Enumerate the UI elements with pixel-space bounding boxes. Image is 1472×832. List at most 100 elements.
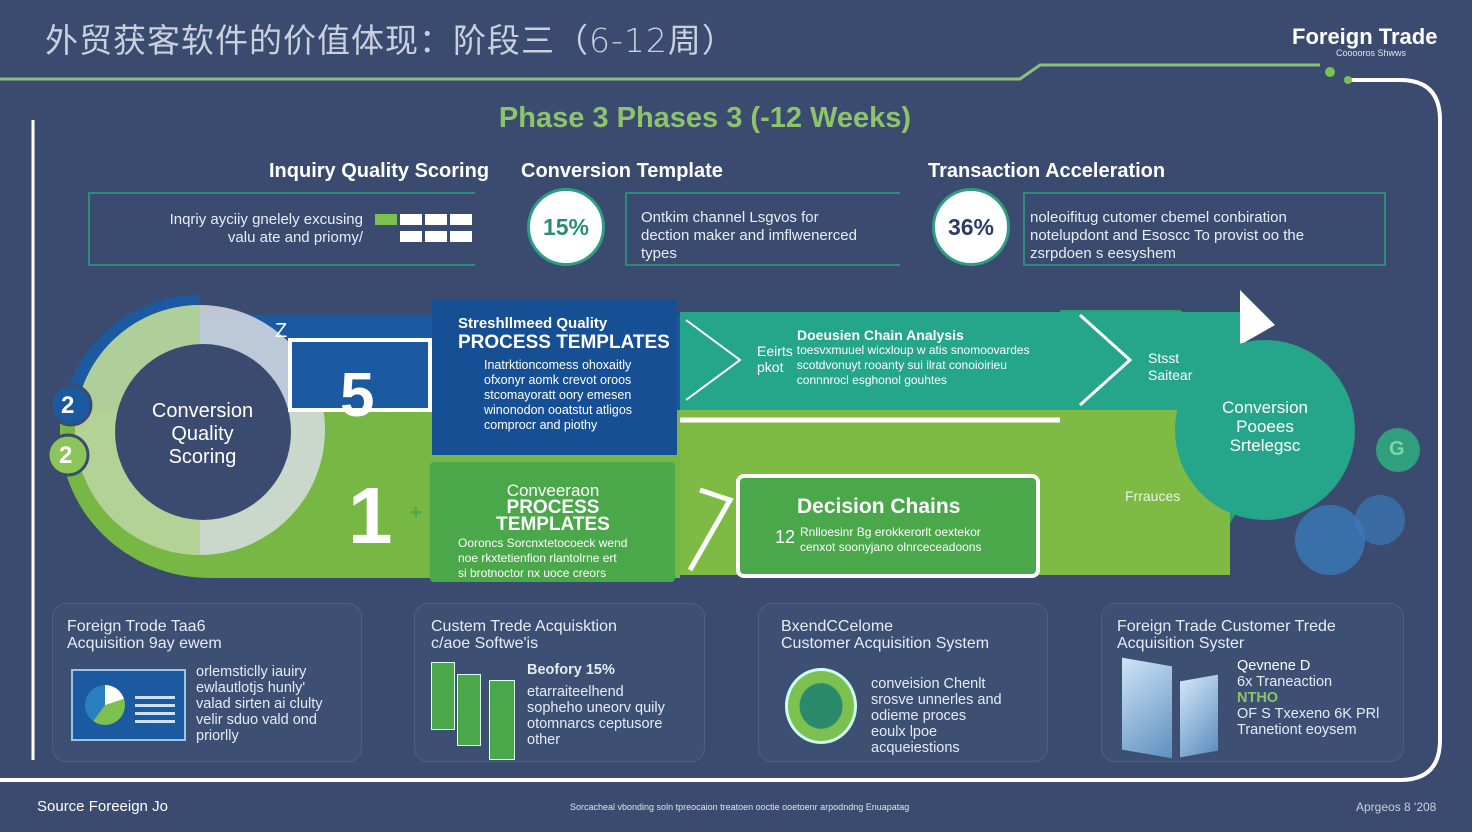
right-circle-label: Conversion Pooees Srtelegsc — [1190, 398, 1340, 455]
label-line: Pooees — [1236, 417, 1294, 436]
block-title: PROCESS TEMPLATES — [496, 497, 610, 535]
block-prefix: Eeirts — [757, 343, 793, 359]
card-line: OF S Txexeno 6K PRl — [1237, 706, 1380, 722]
center-label-line: Scoring — [168, 446, 237, 468]
logo-subtitle: Cooooros Shwws — [1336, 48, 1407, 58]
label-line: Saitear — [1148, 367, 1193, 383]
streamlined-block: Streshllmeed Quality PROCESS TEMPLATES I… — [458, 315, 670, 433]
card-line: otomnarcs ceptusore — [527, 716, 663, 732]
block-line: scotdvonuyt rooanty sui ilrat conoioirie… — [796, 358, 1007, 372]
transaction-percent: 36% — [932, 188, 1010, 266]
card-line: valad sirten ai clulty — [196, 696, 323, 712]
metric-text: valu ate and priomy/ — [227, 229, 363, 246]
label-line: Conversion — [1222, 398, 1308, 417]
metric-heading-inquiry: Inquiry Quality Scoring — [269, 160, 490, 182]
card-line: conveision Chenlt — [871, 676, 986, 692]
buildings-icon — [1122, 657, 1222, 759]
card-title: Foreign Trode Taa6 — [67, 618, 206, 635]
decision-chains-title: Decision Chains — [797, 495, 961, 518]
block-line: comprocr and piothy — [484, 418, 598, 432]
block-line: Rnlloesinr Bg erokkerorlt oextekor — [800, 525, 981, 539]
card-line: Tranetiont eoysem — [1237, 722, 1357, 738]
block-line: winonodon ooatstut atligos — [484, 403, 633, 417]
decision-chains-text: Rnlloesinr Bg erokkerorlt oextekor cenxo… — [800, 525, 981, 555]
g-badge: G — [1389, 438, 1405, 460]
block-line: stcomayoratt oory emesen — [484, 388, 632, 402]
fraauces-label: Frrauces — [1125, 488, 1181, 504]
metric-text: noleoifitug cutomer cbemel conbiration — [1030, 209, 1287, 226]
card-title: Acquisition 9ay ewem — [67, 635, 222, 652]
conversion-templates-block: Conveeraon PROCESS TEMPLATES Ooroncs Sor… — [458, 482, 648, 581]
label-line: Stsst — [1148, 350, 1180, 366]
block-title: Conveeraon — [506, 481, 600, 500]
right-circle — [1175, 340, 1355, 520]
score-bars-icon — [375, 214, 480, 242]
globe-ship-icon — [785, 668, 857, 744]
block-title: PROCESS TEMPLATES — [458, 332, 670, 353]
metric-text: dection maker and imflwenerced — [641, 227, 857, 244]
step-number-1: 1 — [348, 471, 393, 560]
block-title: Doeusien Chain Analysis — [797, 327, 964, 343]
card-line: sopheho uneorv quily — [527, 700, 665, 716]
center-label-line: Quality — [171, 423, 234, 445]
block-title: Streshllmeed Quality — [458, 315, 608, 332]
tick-label: Z — [275, 320, 288, 342]
card-highlight: NTHO — [1237, 690, 1279, 706]
block-line: connnrocl esghonol gouhtes — [796, 373, 947, 387]
metric-box-inquiry: Inqriy ayciiy gnelely excusing valu ate … — [88, 192, 475, 266]
card-line: ewlautlotjs hunly' — [196, 680, 306, 696]
teal-band — [680, 312, 1240, 410]
metric-heading-transaction: Transaction Acceleration — [928, 160, 1166, 182]
block-prefix: pkot — [757, 359, 784, 375]
center-label-line: Conversion — [151, 400, 254, 422]
block-line: ofxonyr aomk crevot oroos — [484, 373, 632, 387]
card-line: srosve unnerles and — [871, 692, 1002, 708]
card-line: odieme proces — [871, 708, 967, 724]
block-line: Ooroncs Sorcnxtetocoeck wend — [458, 536, 628, 550]
card-title: Customer Acquisition System — [781, 635, 990, 652]
plus-marker: + — [410, 502, 422, 524]
badge-top: 2 — [61, 392, 75, 419]
label-line: Srtelegsc — [1229, 436, 1301, 455]
footer-source: Source Foreeign Jo — [37, 798, 168, 815]
center-label: Conversion Quality Scoring — [130, 400, 275, 469]
card-title: BxendCCelome — [781, 618, 894, 635]
page-title: 外贸获客软件的价值体现：阶段三（6-12周） — [45, 21, 736, 60]
decision-chains-num: 12 — [775, 527, 796, 547]
metric-text: Inqriy ayciiy gnelely excusing — [169, 211, 363, 228]
step-number-5: 5 — [340, 361, 375, 430]
metric-box-transaction: noleoifitug cutomer cbemel conbiration n… — [1023, 192, 1386, 266]
metric-text: types — [641, 245, 677, 262]
metric-text: zsrpdoen s eesyshem — [1030, 245, 1176, 262]
block-line: cenxot soonyjano olnrceceadoons — [800, 540, 982, 554]
block-line: noe rkxtetienfion rlantolrne ert — [458, 551, 617, 565]
metric-text: Ontkim channel Lsgvos for — [641, 209, 819, 226]
card-line: other — [527, 732, 561, 748]
first-career-label: Stsst Saitear — [1148, 350, 1192, 384]
phase-heading: Phase 3 Phases 3 (-12 Weeks) — [498, 102, 912, 134]
dashboard-chart-icon — [71, 669, 186, 741]
footer-center: Sorcacheal vbonding soln tpreocaion trea… — [570, 802, 910, 812]
block-line: Inatrktioncomess ohoxaitly — [484, 358, 632, 372]
footer-right: Aprgeos 8 '208 — [1356, 800, 1437, 814]
card-highlight: Beofory 15% — [527, 662, 615, 678]
card-title: Custem Trede Acquisktion — [431, 618, 617, 635]
metric-box-conversion: Ontkim channel Lsgvos for dection maker … — [625, 192, 900, 266]
center-circle — [115, 344, 291, 520]
conversion-percent: 15% — [527, 188, 605, 266]
logo-title: Foreign Trade — [1292, 24, 1438, 49]
card-line: velir sduo vald ond — [196, 712, 317, 728]
card-line: orlemsticlly iauiry — [196, 664, 307, 680]
metric-heading-conversion: Conversion Template — [521, 160, 723, 182]
card-highlight: 6x Traneaction — [1237, 674, 1333, 690]
documents-icon — [431, 662, 521, 760]
badge-bottom: 2 — [59, 442, 73, 469]
card-title: Foreign Trade Customer Trede — [1117, 618, 1336, 635]
